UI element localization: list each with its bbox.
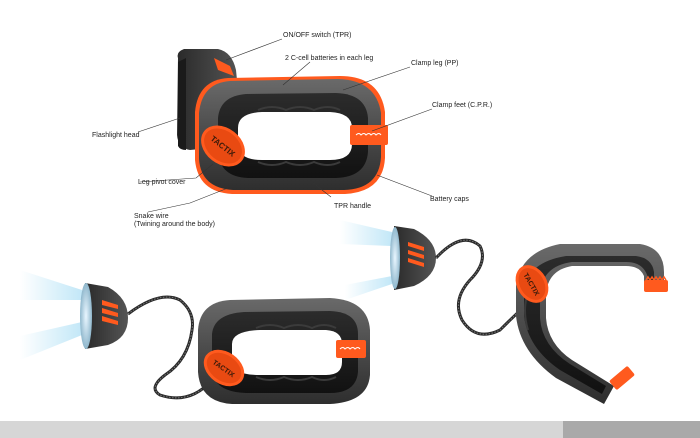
label-leg-pivot: Leg pivot cover bbox=[138, 179, 186, 186]
leader-lines bbox=[137, 38, 433, 213]
label-clamp-leg: Clamp leg (PP) bbox=[411, 60, 458, 67]
label-tpr-handle: TPR handle bbox=[334, 203, 371, 210]
on-off-switch bbox=[214, 58, 234, 76]
opened-flashlight-head bbox=[390, 226, 436, 290]
label-flashlight-head: Flashlight head bbox=[92, 132, 140, 139]
light-beam-upper bbox=[20, 270, 82, 300]
light-beam-right-lower bbox=[345, 276, 392, 300]
detached-flashlight-head bbox=[80, 283, 128, 349]
label-snake-wire: Snake wire bbox=[134, 213, 169, 220]
light-beam-lower bbox=[20, 322, 82, 360]
label-batteries: 2 C-cell batteries in each leg bbox=[285, 55, 373, 62]
label-snake-wire-note: (Twining around the body) bbox=[134, 221, 215, 228]
opened-clamp-view: TACTIX bbox=[340, 220, 668, 404]
main-leg-pivot-cover: TACTIX bbox=[201, 125, 245, 167]
main-clamp-body bbox=[195, 76, 385, 194]
label-battery-caps: Battery caps bbox=[430, 196, 469, 203]
main-flashlight: TACTIX bbox=[177, 49, 388, 194]
main-clamp-feet bbox=[350, 125, 388, 145]
light-beam-right-upper bbox=[340, 220, 392, 246]
detached-clamp-body: TACTIX bbox=[198, 298, 370, 404]
label-switch: ON/OFF switch (TPR) bbox=[283, 32, 351, 39]
detached-clamp-feet bbox=[336, 340, 366, 358]
label-clamp-feet: Clamp feet (C.P.R.) bbox=[432, 102, 492, 109]
opened-clamp-foot-top bbox=[644, 280, 668, 292]
footer-bar bbox=[0, 421, 563, 438]
callout-labels: ON/OFF switch (TPR) 2 C-cell batteries i… bbox=[92, 32, 492, 228]
footer-bar-accent bbox=[563, 421, 700, 438]
detached-flashlight-view: TACTIX bbox=[20, 270, 370, 404]
opened-clamp-body: TACTIX bbox=[515, 244, 668, 404]
opened-clamp-foot-bottom bbox=[609, 366, 635, 390]
